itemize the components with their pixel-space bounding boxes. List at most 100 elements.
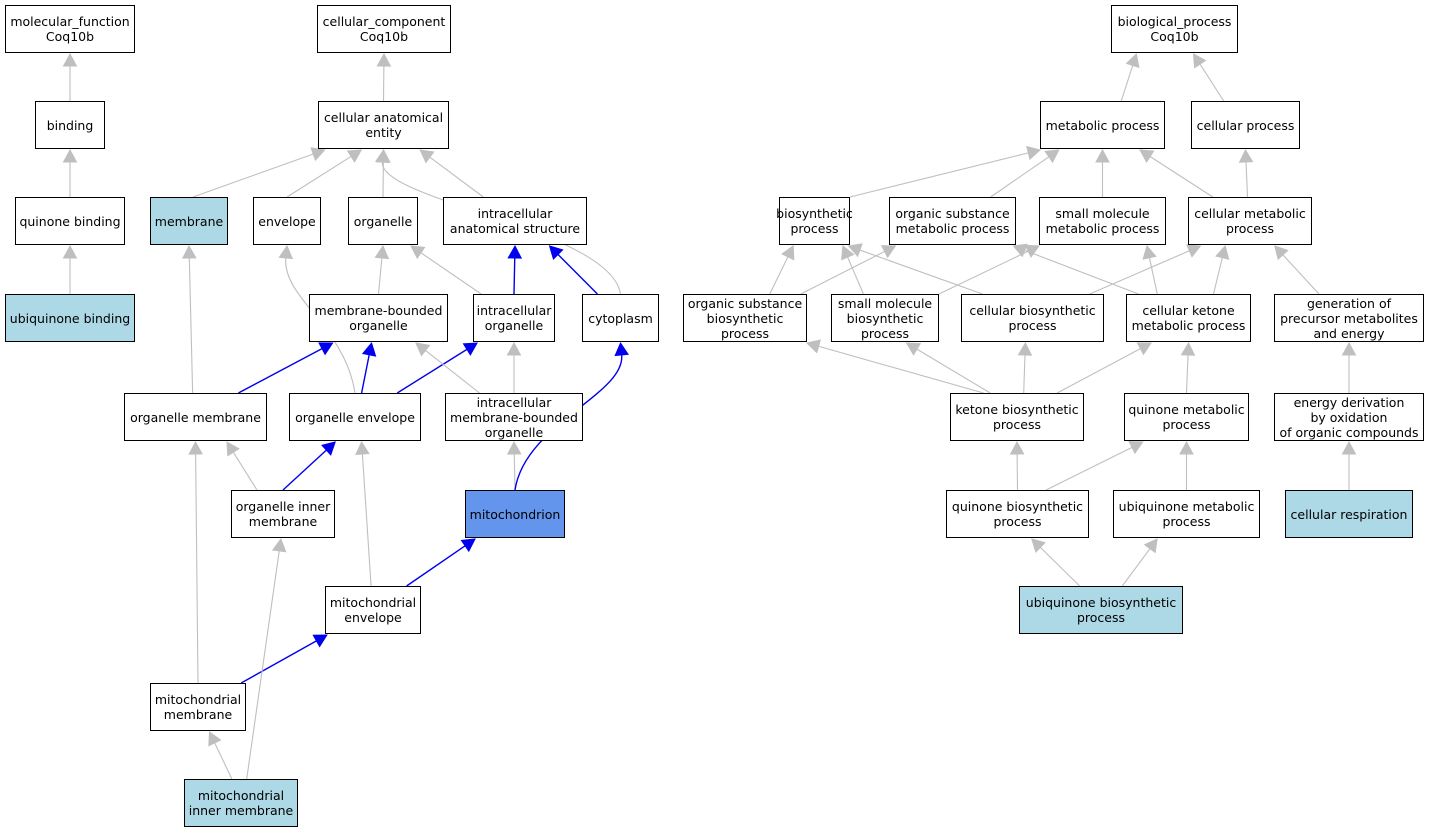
- go-term-node-qbp[interactable]: quinone biosynthetic process: [946, 490, 1089, 538]
- edge-smbp-to-smmp: [938, 250, 1029, 295]
- go-term-node-io[interactable]: intracellular organelle: [473, 294, 555, 342]
- arrowhead-kbp-to-ckmp: [1136, 342, 1152, 356]
- go-term-node-organelle[interactable]: organelle: [348, 197, 418, 245]
- go-term-node-binding[interactable]: binding: [35, 101, 105, 149]
- go-term-node-oe[interactable]: organelle envelope: [289, 393, 421, 441]
- go-term-node-me[interactable]: mitochondrial envelope: [325, 586, 421, 634]
- edge-io-to-ias: [513, 257, 516, 295]
- go-term-node-mm[interactable]: mitochondrial membrane: [150, 683, 246, 731]
- go-term-node-kbp[interactable]: ketone biosynthetic process: [950, 393, 1084, 441]
- edge-qmp-to-ckmp: [1185, 354, 1189, 394]
- arrowhead-ubp-to-qbp: [1031, 538, 1046, 553]
- go-term-node-qmp[interactable]: quinone metabolic process: [1124, 393, 1249, 441]
- go-term-node-mim[interactable]: mitochondrial inner membrane: [184, 779, 298, 827]
- edge-osbp-to-biosynthetic: [769, 256, 789, 295]
- edge-oim-to-om: [232, 451, 258, 491]
- go-term-node-mf-root[interactable]: molecular_function Coq10b: [5, 5, 135, 53]
- edge-ckmp-to-cmp: [1212, 257, 1223, 295]
- arrowhead-cr-to-edo: [1341, 440, 1357, 455]
- arrowhead-cbp-to-cmp: [1186, 244, 1202, 258]
- arrowhead-envelope-to-cae: [346, 149, 363, 163]
- go-term-node-edo[interactable]: energy derivation by oxidation of organi…: [1274, 393, 1424, 441]
- edge-ubp-to-ump: [1121, 548, 1151, 587]
- edge-qbp-to-qmp: [1045, 446, 1133, 491]
- arrowhead-om-to-membrane: [181, 244, 197, 259]
- edge-envelope-to-cae: [286, 155, 352, 198]
- edge-kbp-to-smbp: [916, 348, 991, 394]
- arrowhead-mim-to-oim: [271, 537, 287, 553]
- arrowhead-kbp-to-osbp: [805, 339, 822, 354]
- arrowhead-ubiquinone-binding-to-quinone-binding: [62, 244, 78, 259]
- arrowhead-osmp-to-metabolic: [1044, 149, 1060, 164]
- go-term-node-smmp[interactable]: small molecule metabolic process: [1039, 197, 1166, 245]
- go-term-node-cc-root[interactable]: cellular_component Coq10b: [317, 5, 451, 53]
- go-term-node-cbp[interactable]: cellular biosynthetic process: [961, 294, 1104, 342]
- arrowhead-cae-to-cc-root: [376, 52, 392, 67]
- arrowhead-oim-to-om: [226, 441, 240, 457]
- arrowhead-gpme-to-cmp: [1274, 245, 1289, 261]
- go-term-node-cae[interactable]: cellular anatomical entity: [318, 101, 449, 149]
- arrowhead-smbp-to-biosynthetic: [841, 245, 855, 261]
- edge-om-to-membrane: [188, 257, 194, 394]
- arrowhead-me-to-oe: [355, 440, 370, 455]
- edge-cmp-to-metabolic: [1149, 156, 1214, 198]
- go-term-node-mito[interactable]: mitochondrion: [465, 490, 565, 538]
- go-term-node-ubiquinone-binding[interactable]: ubiquinone binding: [5, 294, 135, 342]
- edge-smbp-to-biosynthetic: [847, 256, 864, 295]
- go-term-node-ias[interactable]: intracellular anatomical structure: [443, 197, 587, 245]
- arrowhead-qmp-to-ckmp: [1180, 341, 1196, 356]
- edge-oe-to-io: [396, 348, 468, 394]
- arrowhead-quinone-binding-to-binding: [62, 148, 78, 163]
- edge-biosynthetic-to-metabolic: [849, 152, 1029, 198]
- edge-membrane-to-cae: [192, 153, 314, 198]
- edge-ckmp-to-smmp: [1148, 257, 1158, 295]
- edge-cbp-to-cmp: [1089, 250, 1190, 295]
- edge-cellular-process-to-bp-root: [1199, 63, 1225, 102]
- arrowhead-me-to-mito: [460, 538, 476, 553]
- edge-ubp-to-qbp: [1039, 547, 1081, 587]
- edge-om-to-mbo: [238, 348, 323, 394]
- go-term-node-membrane[interactable]: membrane: [150, 197, 228, 245]
- arrowhead-ump-to-qmp: [1179, 440, 1194, 455]
- edge-cmp-to-cellular-process: [1245, 161, 1249, 198]
- go-term-node-imbo[interactable]: intracellular membrane-bounded organelle: [445, 393, 583, 441]
- go-term-node-cr[interactable]: cellular respiration: [1285, 490, 1413, 538]
- edge-ias-to-cae: [429, 156, 484, 198]
- arrowhead-ias-to-cae: [419, 149, 435, 164]
- go-term-node-om[interactable]: organelle membrane: [124, 393, 267, 441]
- arrowhead-biosynthetic-to-metabolic: [1026, 145, 1042, 161]
- go-term-node-bp-root[interactable]: biological_process Coq10b: [1111, 5, 1238, 53]
- arrowhead-imbo-to-io: [506, 341, 522, 356]
- go-term-node-mbo[interactable]: membrane-bounded organelle: [309, 294, 448, 342]
- arrowhead-oe-to-mbo: [361, 341, 377, 357]
- go-term-node-biosynthetic[interactable]: biosynthetic process: [776, 197, 853, 245]
- arrowhead-cytoplasm-to-cae: [374, 148, 390, 164]
- go-term-node-osmp[interactable]: organic substance metabolic process: [889, 197, 1016, 245]
- go-term-node-smbp[interactable]: small molecule biosynthetic process: [831, 294, 939, 342]
- go-term-node-ubp[interactable]: ubiquinone biosynthetic process: [1019, 586, 1183, 634]
- go-term-node-quinone-binding[interactable]: quinone binding: [15, 197, 125, 245]
- go-term-node-gpme[interactable]: generation of precursor metabolites and …: [1274, 294, 1424, 342]
- arrowhead-binding-to-mf-root: [62, 52, 78, 67]
- go-term-node-cmp[interactable]: cellular metabolic process: [1188, 197, 1312, 245]
- go-term-node-ump[interactable]: ubiquinone metabolic process: [1113, 490, 1260, 538]
- go-term-node-cytoplasm[interactable]: cytoplasm: [582, 294, 659, 342]
- arrowhead-cmp-to-cellular-process: [1238, 148, 1254, 163]
- arrowhead-kbp-to-smbp: [905, 342, 922, 356]
- go-term-node-envelope[interactable]: envelope: [253, 197, 321, 245]
- arrowhead-smmp-to-metabolic: [1095, 148, 1110, 163]
- arrowhead-ubp-to-ump: [1143, 538, 1158, 554]
- go-term-node-cellular-process[interactable]: cellular process: [1191, 101, 1300, 149]
- go-term-node-osbp[interactable]: organic substance biosynthetic process: [683, 294, 807, 342]
- edge-mim-to-mm: [214, 742, 233, 780]
- go-term-node-metabolic[interactable]: metabolic process: [1040, 101, 1165, 149]
- edge-osbp-to-osmp: [800, 250, 885, 295]
- edge-io-to-organelle: [420, 252, 482, 295]
- edge-me-to-mito: [406, 545, 466, 587]
- edge-oim-to-oe: [282, 449, 327, 491]
- arrowhead-oe-to-envelope: [278, 244, 294, 260]
- go-term-node-oim[interactable]: organelle inner membrane: [231, 490, 335, 538]
- arrowhead-qbp-to-kbp: [1009, 440, 1025, 455]
- go-term-node-ckmp[interactable]: cellular ketone metabolic process: [1126, 294, 1251, 342]
